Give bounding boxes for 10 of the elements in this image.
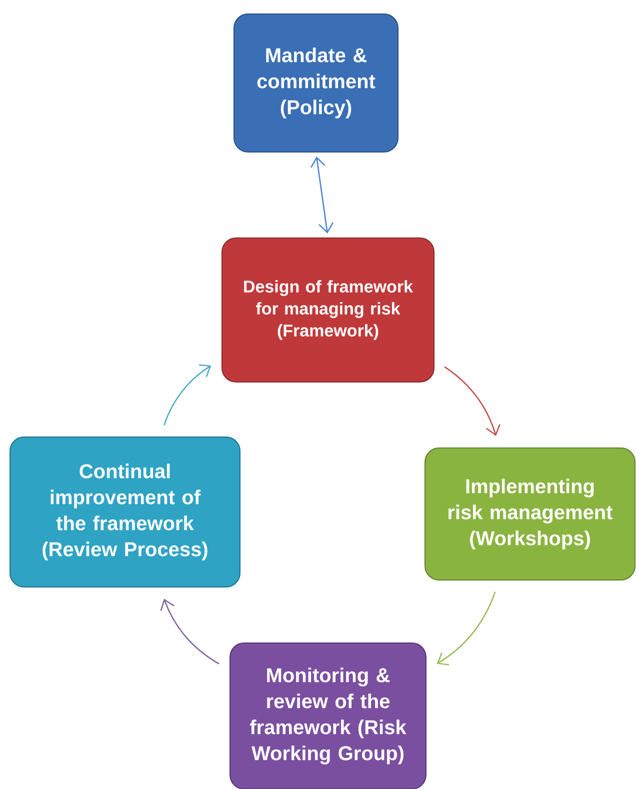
process-box: Implementing risk management (Workshops) — [424, 448, 636, 580]
process-box: Monitoring & review of the framework (Risk Working Group) — [230, 642, 426, 789]
process-box: Design of framework for managing risk (Framework) — [222, 238, 434, 382]
arrow — [164, 364, 212, 426]
process-box: Mandate & commitment (Policy) — [234, 14, 398, 152]
process-box: Continual improvement of the framework (Review Process) — [10, 436, 240, 588]
arrow — [444, 366, 500, 436]
arrow — [310, 156, 334, 234]
arrow — [160, 598, 220, 664]
arrow — [436, 592, 496, 666]
